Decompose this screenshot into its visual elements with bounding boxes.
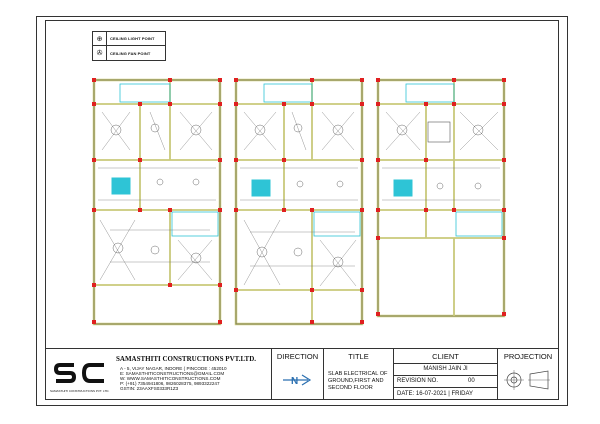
direction-cell: DIRECTION N: [272, 349, 324, 399]
title-label: TITLE: [348, 352, 369, 361]
company-email: E: SAMASTHITICONSTRUCTIONS@GMAIL.COM: [120, 371, 225, 376]
drawing-sheet-border: [36, 16, 568, 406]
ground-floor-plan: [92, 78, 222, 326]
client-label: CLIENT: [432, 352, 459, 361]
legend-label: CEILING FAN POINT: [110, 50, 151, 56]
first-floor-plan: [234, 78, 364, 326]
company-gstin: GSTIN: 23AAXFS0333R1Z3: [120, 386, 179, 391]
projection-symbol-icon: [504, 370, 550, 390]
logo-subtitle: SAMASTHITI CONSTRUCTIONS PVT. LTD.: [50, 389, 110, 393]
company-website: W: WWW.SAMASTHITICONSTRUCTIONS.COM: [120, 376, 221, 381]
drawing-title: SLAB ELECTRICAL OF GROUND,FIRST AND SECO…: [328, 371, 387, 392]
ceiling-fan-icon: ✇: [93, 46, 107, 60]
drawing-title-line: SECOND FLOOR: [328, 385, 373, 391]
title-block: SAMASTHITI CONSTRUCTIONS PVT. LTD. SAMAS…: [45, 348, 559, 400]
direction-label: DIRECTION: [276, 352, 319, 361]
title-cell: TITLE SLAB ELECTRICAL OF GROUND,FIRST AN…: [324, 349, 394, 399]
legend-label: CEILING LIGHT POINT: [110, 36, 155, 41]
company-logo-icon: [54, 363, 104, 383]
revision-label: REVISION NO.: [397, 378, 439, 384]
projection-cell: PROJECTION: [498, 349, 558, 399]
drawing-title-line: SLAB ELECTRICAL OF: [328, 371, 388, 377]
projection-label: PROJECTION: [503, 352, 553, 361]
revision-value: 00: [468, 378, 475, 384]
company-address: A - 5, VIJAY NAGAR, INDORE ( PINCODE : 4…: [120, 366, 227, 371]
north-arrow-icon: N: [283, 374, 312, 387]
second-floor-plan: [376, 78, 506, 318]
legend-row-light: ⊕ CEILING LIGHT POINT: [93, 31, 165, 46]
legend-row-fan: ✇ CEILING FAN POINT: [93, 46, 165, 60]
date-row: DATE: 16-07-2021 | FRIDAY: [394, 387, 497, 400]
company-phone: P: (+91) 7354941806, 9826028375, 9893322…: [120, 381, 220, 386]
drawing-title-line: GROUND,FIRST AND: [328, 378, 384, 384]
client-cell: CLIENT MANISH JAIN JI REVISION NO. 00 DA…: [394, 349, 498, 399]
symbol-legend: ⊕ CEILING LIGHT POINT ✇ CEILING FAN POIN…: [92, 31, 166, 61]
company-cell: SAMASTHITI CONSTRUCTIONS PVT. LTD. SAMAS…: [46, 349, 272, 399]
ceiling-light-icon: ⊕: [93, 31, 107, 46]
revision-row: REVISION NO. 00: [394, 375, 497, 387]
north-letter: N: [291, 376, 298, 387]
client-name: MANISH JAIN JI: [394, 363, 497, 375]
company-name: SAMASTHITI CONSTRUCTIONS PVT.LTD.: [116, 355, 257, 363]
